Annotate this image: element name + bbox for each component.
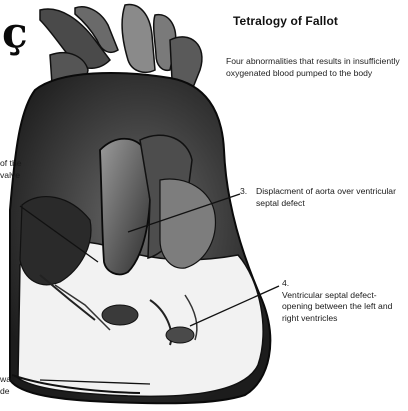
partial-bottom-line1: wall [0, 374, 15, 386]
diagram-title: Tetralogy of Fallot [233, 14, 338, 28]
heart-body [10, 73, 270, 403]
partial-label-bottom: wall de [0, 374, 15, 397]
label-ventricular-septal-defect: 4.Ventricular septal defect- opening bet… [282, 278, 406, 324]
partial-label-left: of the valve [0, 158, 22, 181]
label-text: Ventricular septal defect- opening betwe… [282, 290, 394, 325]
diagram-intro: Four abnormalities that results in insuf… [226, 56, 402, 80]
label-text: Displacment of aorta over ventricular se… [256, 186, 396, 209]
partial-left-line1: of the [0, 158, 22, 170]
label-number: 3. [240, 186, 256, 198]
label-aorta-displacement: 3.Displacment of aorta over ventricular … [240, 186, 400, 209]
corner-glyph: ç [2, 12, 28, 54]
partial-bottom-line2: de [0, 386, 15, 398]
partial-left-line2: valve [0, 170, 22, 182]
label-number: 4. [282, 278, 298, 290]
